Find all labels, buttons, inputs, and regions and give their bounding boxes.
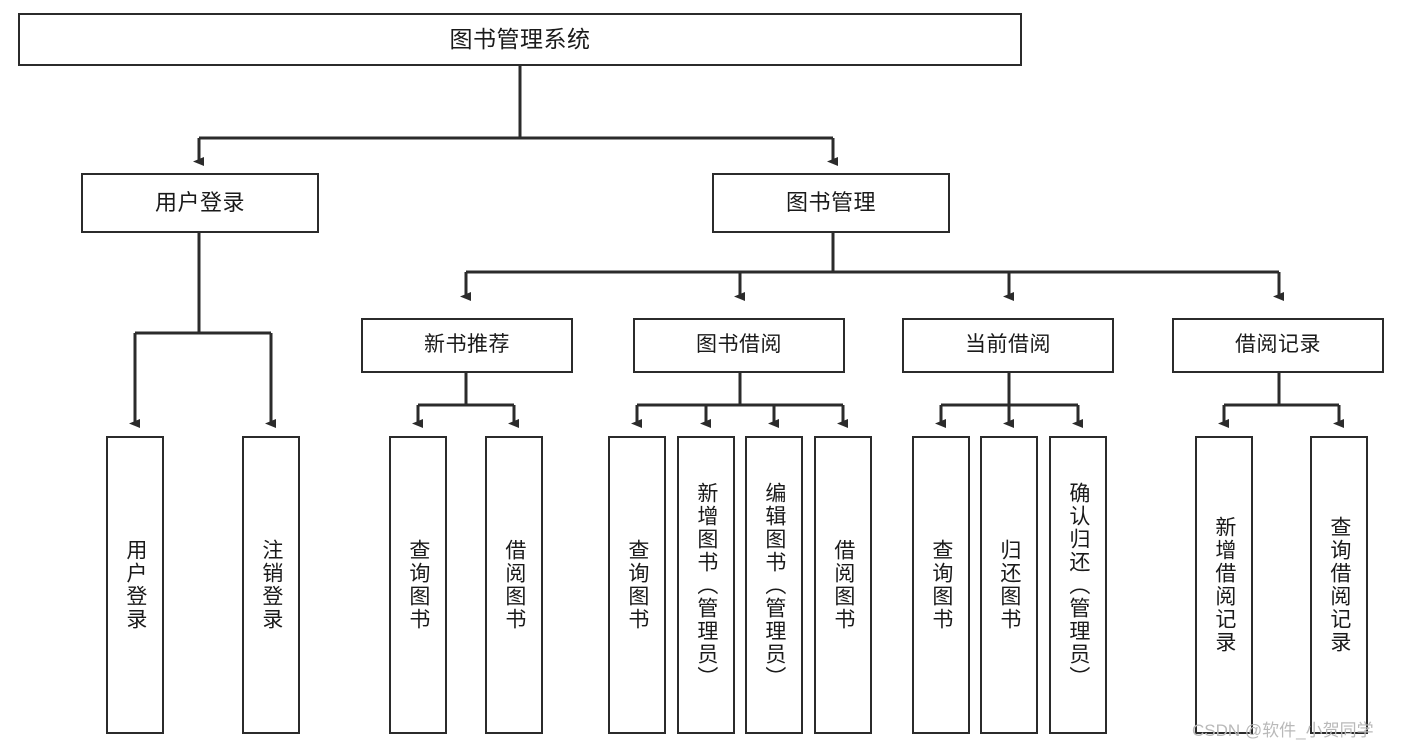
node-book-manage[interactable]: 图书管理 [712, 173, 950, 233]
leaf-bookborrow-borrow-book[interactable]: 借阅图书 [814, 436, 872, 734]
leaf-logout[interactable]: 注销登录 [242, 436, 300, 734]
node-book-borrow-label: 图书借阅 [696, 333, 782, 357]
node-user-login-label: 用户登录 [154, 190, 245, 216]
node-user-login[interactable]: 用户登录 [81, 173, 319, 233]
leaf-logout-label: 注销登录 [259, 539, 283, 631]
leaf-bookborrow-edit-book-label: 编辑图书（管理员） [762, 481, 786, 689]
leaf-currentborrow-confirm-return[interactable]: 确认归还（管理员） [1049, 436, 1107, 734]
leaf-bookborrow-query-book[interactable]: 查询图书 [608, 436, 666, 734]
node-new-book-recommend-label: 新书推荐 [424, 333, 510, 357]
leaf-bookborrow-add-book-label: 新增图书（管理员） [694, 481, 718, 689]
leaf-currentborrow-return-book[interactable]: 归还图书 [980, 436, 1038, 734]
leaf-currentborrow-query-book[interactable]: 查询图书 [912, 436, 970, 734]
leaf-borrowrecord-add-record-label: 新增借阅记录 [1212, 516, 1236, 654]
leaf-currentborrow-confirm-return-label: 确认归还（管理员） [1066, 481, 1090, 689]
leaf-borrowrecord-query-record-label: 查询借阅记录 [1327, 516, 1351, 654]
node-root[interactable]: 图书管理系统 [18, 13, 1022, 66]
leaf-bookborrow-add-book[interactable]: 新增图书（管理员） [677, 436, 735, 734]
leaf-currentborrow-return-book-label: 归还图书 [997, 539, 1021, 631]
leaf-newbook-query-book[interactable]: 查询图书 [389, 436, 447, 734]
node-borrow-record-label: 借阅记录 [1235, 333, 1321, 357]
leaf-newbook-borrow-book-label: 借阅图书 [502, 539, 526, 631]
leaf-newbook-borrow-book[interactable]: 借阅图书 [485, 436, 543, 734]
node-root-label: 图书管理系统 [449, 25, 591, 52]
leaf-bookborrow-edit-book[interactable]: 编辑图书（管理员） [745, 436, 803, 734]
node-book-borrow[interactable]: 图书借阅 [633, 318, 845, 373]
node-current-borrow[interactable]: 当前借阅 [902, 318, 1114, 373]
node-book-manage-label: 图书管理 [785, 190, 876, 216]
node-current-borrow-label: 当前借阅 [965, 333, 1051, 357]
leaf-borrowrecord-add-record[interactable]: 新增借阅记录 [1195, 436, 1253, 734]
leaf-user-login-label: 用户登录 [123, 539, 147, 631]
leaf-newbook-query-book-label: 查询图书 [406, 539, 430, 631]
leaf-bookborrow-query-book-label: 查询图书 [625, 539, 649, 631]
leaf-user-login[interactable]: 用户登录 [106, 436, 164, 734]
leaf-currentborrow-query-book-label: 查询图书 [929, 539, 953, 631]
leaf-borrowrecord-query-record[interactable]: 查询借阅记录 [1310, 436, 1368, 734]
node-borrow-record[interactable]: 借阅记录 [1172, 318, 1384, 373]
node-new-book-recommend[interactable]: 新书推荐 [361, 318, 573, 373]
leaf-bookborrow-borrow-book-label: 借阅图书 [831, 539, 855, 631]
